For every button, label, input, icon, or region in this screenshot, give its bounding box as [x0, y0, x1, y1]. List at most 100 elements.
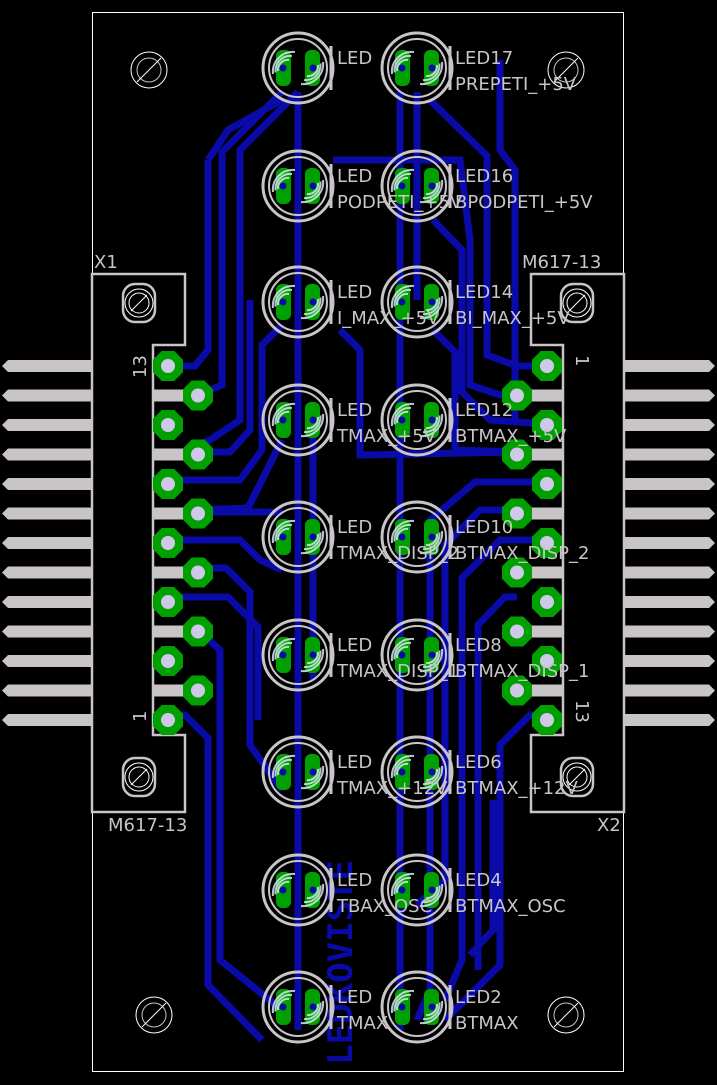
led-right-value: BTMAX [455, 1013, 519, 1034]
x2-value-label: M617-13 [522, 252, 601, 273]
led-right-value: BPODPETI_+5V [455, 192, 593, 213]
led-right-5[interactable] [380, 618, 454, 692]
connector-pin [624, 625, 715, 638]
pad-drill [540, 595, 554, 609]
led-outline [261, 31, 335, 105]
led-left-4[interactable] [261, 500, 335, 574]
screw-hole [562, 762, 592, 792]
led-right-0[interactable] [380, 31, 454, 105]
connector-pin [2, 684, 92, 697]
mounting-hole [135, 996, 173, 1034]
connector-pin [2, 507, 92, 520]
pad-drill [191, 565, 205, 580]
led-right-ref: LED2 [455, 987, 502, 1008]
led-outline [261, 383, 335, 457]
connector-pin [624, 419, 715, 431]
led-left-value: TMAX_+12V [336, 778, 448, 799]
led-left-5[interactable] [261, 618, 335, 692]
pad-drill [510, 506, 524, 521]
pad-drill [510, 447, 524, 462]
led-right-ref: LED12 [455, 400, 513, 421]
screw-hole-outline [121, 756, 157, 798]
led-right-7[interactable] [380, 853, 454, 927]
led-left-ref: LED [337, 282, 372, 303]
led-outline [261, 265, 335, 339]
pad-drill [191, 388, 205, 403]
led-left-ref: LED [337, 635, 372, 656]
pad-drill [161, 477, 175, 491]
trace [168, 593, 262, 720]
screw-hole-outline [559, 282, 595, 324]
led-left-ref: LED [337, 166, 372, 187]
led-left-value: TMAX_DISP_2 [336, 543, 459, 564]
led-right-1[interactable] [380, 149, 454, 223]
screw-hole [124, 762, 154, 792]
x1-pin-first-label: 13 [130, 355, 151, 378]
x1-ref-label: X1 [94, 252, 118, 273]
pad-drill [191, 624, 205, 639]
led-outline [261, 853, 335, 927]
led-left-6[interactable] [261, 735, 335, 809]
led-left-value: TMAX [336, 1013, 388, 1034]
led-left-1[interactable] [261, 149, 335, 223]
connector-pin [2, 537, 92, 549]
trace [474, 593, 517, 970]
led-outline [380, 31, 454, 105]
led-right-value: PREPETI_+5V [455, 74, 577, 95]
pad-drill [540, 477, 554, 491]
connector-pin [2, 389, 92, 402]
mounting-holes [130, 51, 585, 1034]
connector-pin [624, 596, 715, 608]
trace [496, 60, 521, 427]
led-left-value: TBAX_OSC [336, 896, 432, 917]
trace [198, 564, 285, 793]
x1-value-label: M617-13 [108, 815, 187, 836]
pad-drill [510, 683, 524, 698]
connector-pin [624, 714, 715, 726]
led-left-8[interactable] [261, 970, 335, 1044]
pad-drill [540, 418, 554, 432]
led-left-ref: LED [337, 987, 372, 1008]
led-right-6[interactable] [380, 735, 454, 809]
x2-pin-last-label: 13 [571, 700, 592, 723]
connector-pin [624, 389, 715, 402]
led-left-ref: LED [337, 870, 372, 891]
trace [168, 711, 265, 1043]
connector-pin [624, 478, 715, 490]
led-right-ref: LED16 [455, 166, 513, 187]
pad-drill [191, 506, 205, 521]
led-right-value: BTMAX_+12V [455, 778, 579, 799]
led-left-0[interactable] [261, 31, 335, 105]
led-left-value: PODPETI_+5V [337, 192, 463, 213]
led-left-2[interactable] [261, 265, 335, 339]
led-outline [380, 618, 454, 692]
led-right-3[interactable] [380, 383, 454, 457]
connector-x1[interactable] [2, 272, 213, 814]
led-outline [380, 970, 454, 1044]
led-right-8[interactable] [380, 970, 454, 1044]
mounting-hole [130, 51, 168, 89]
trace [168, 160, 212, 370]
trace [467, 800, 497, 958]
led-right-value: BTMAX_DISP_2 [455, 543, 589, 564]
led-right-value: BTMAX_DISP_1 [455, 661, 589, 682]
x1-pin-last-label: 1 [130, 711, 151, 722]
led-right-2[interactable] [380, 265, 454, 339]
led-left-7[interactable] [261, 853, 335, 927]
connector-x2[interactable] [502, 272, 715, 814]
screw-hole [562, 288, 592, 318]
led-outline [380, 383, 454, 457]
pad-drill [161, 418, 175, 432]
connector-pin [2, 714, 92, 726]
led-outline [380, 853, 454, 927]
connector-pin [624, 448, 715, 461]
led-left-3[interactable] [261, 383, 335, 457]
pad-drill [161, 595, 175, 609]
bottom-layer-text: spoda 01.0ICIO LEDKOVISTE [321, 860, 361, 1085]
led-left-ref: LED [337, 517, 372, 538]
screw-hole-outline [121, 282, 157, 324]
led-right-4[interactable] [380, 500, 454, 574]
pad-drill [510, 624, 524, 639]
led-right-ref: LED10 [455, 517, 513, 538]
